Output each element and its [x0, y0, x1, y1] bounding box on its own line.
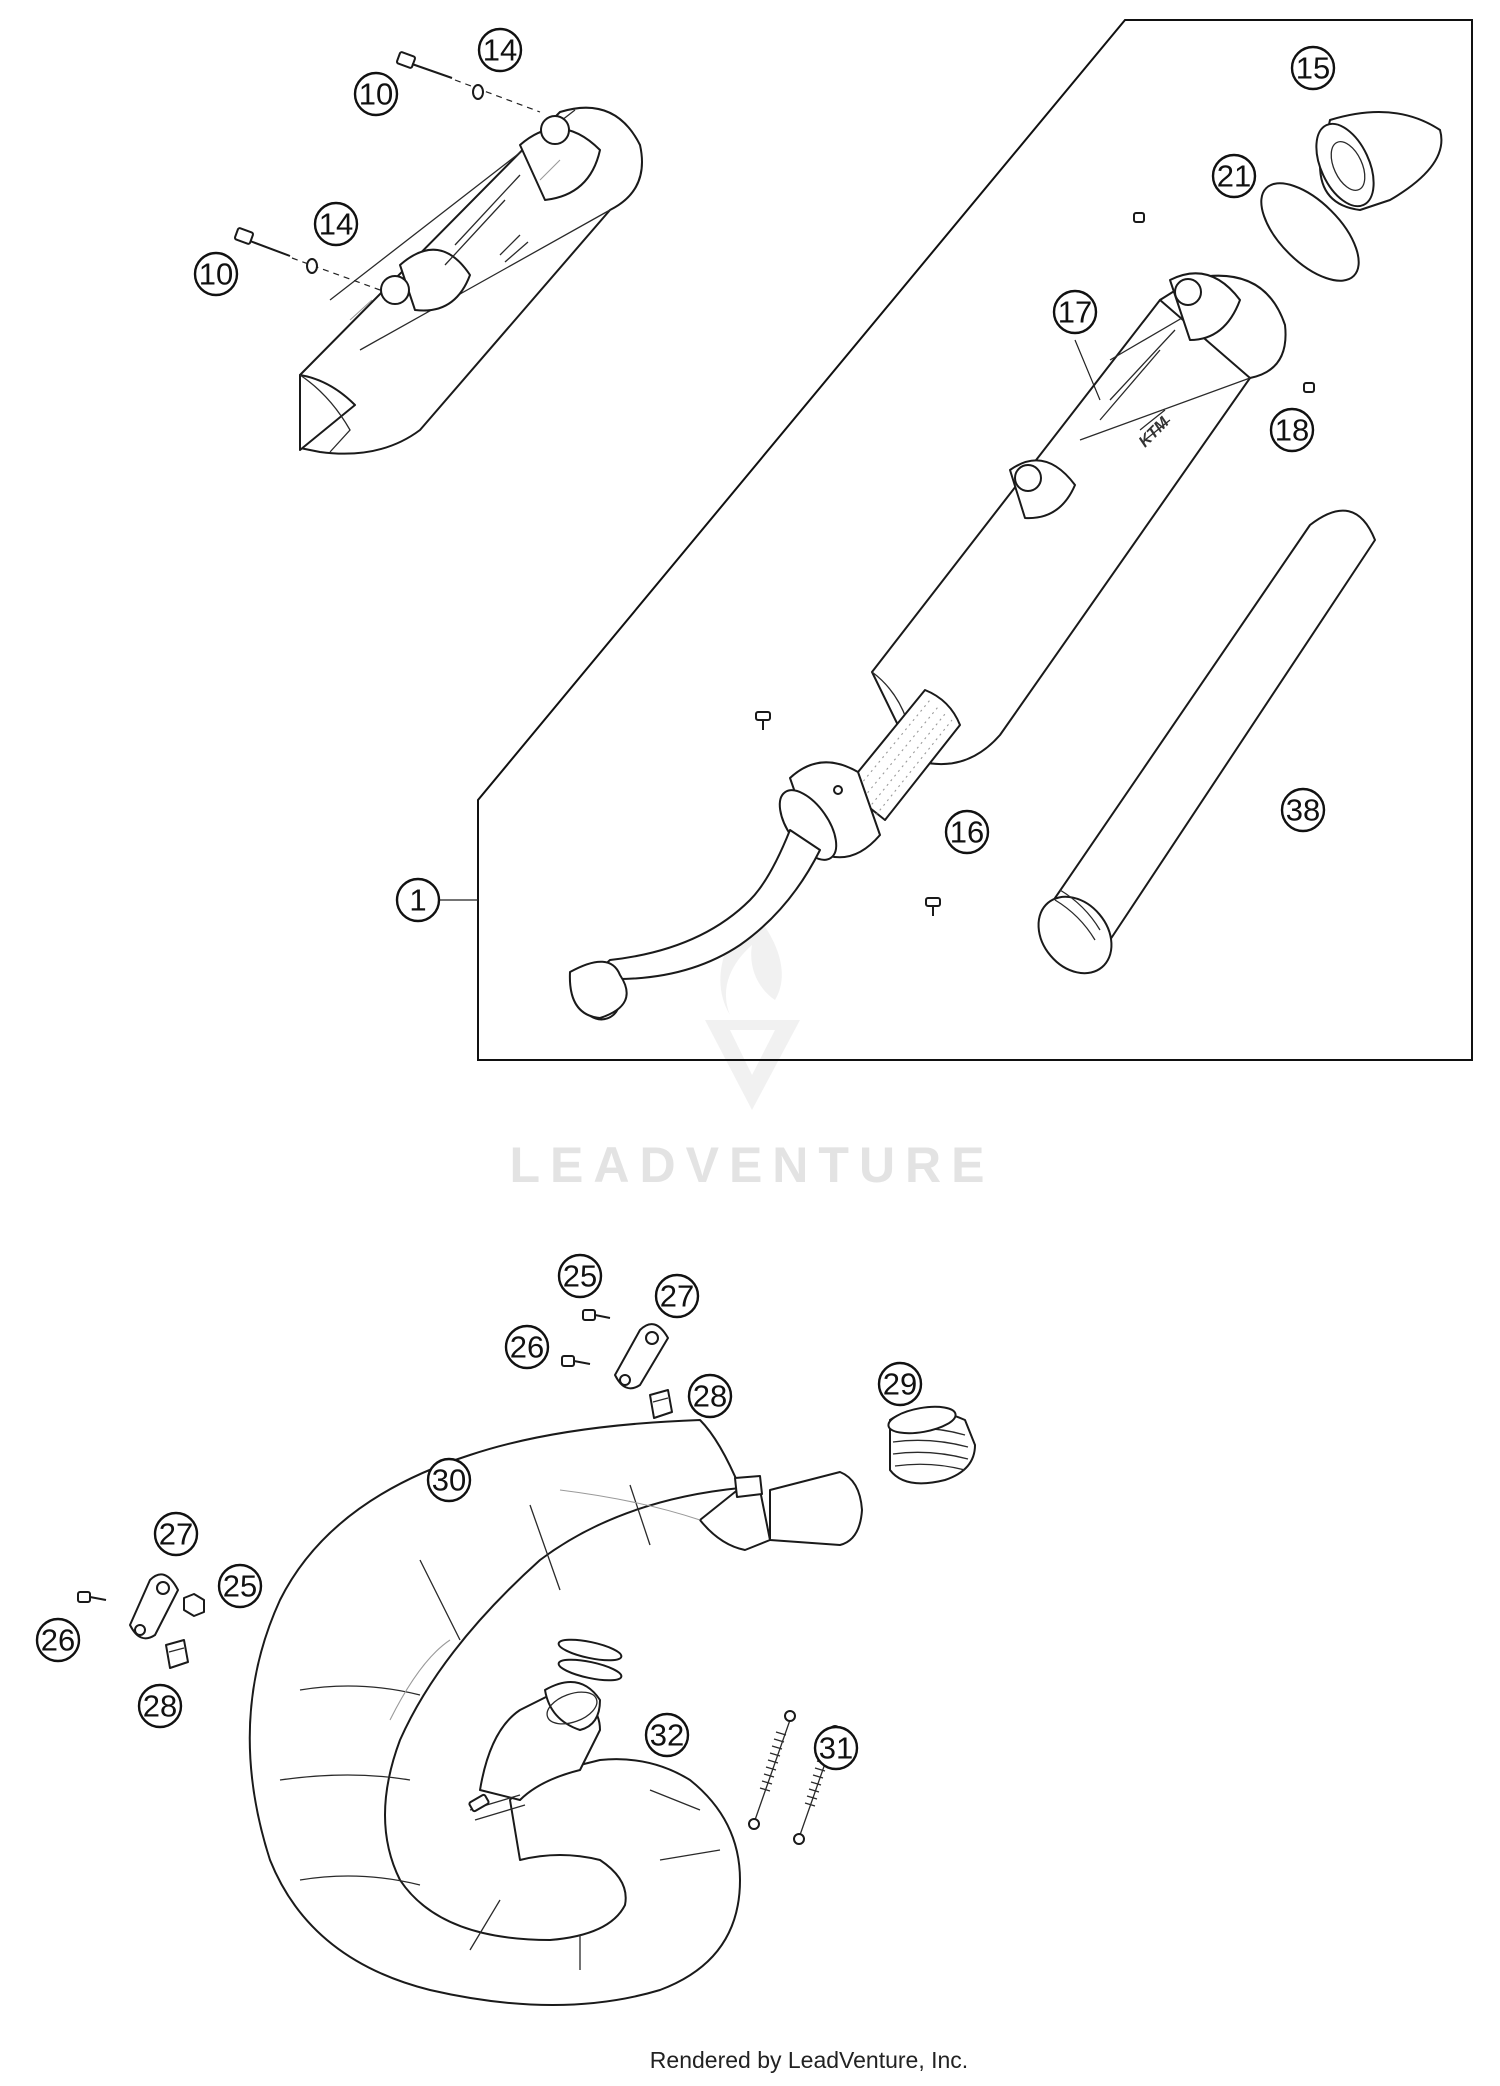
svg-text:25: 25	[223, 1569, 257, 1604]
rivet-18-right	[1303, 382, 1315, 393]
clip-nut-28-upper	[649, 1389, 673, 1419]
callout-31: 31	[813, 1725, 859, 1771]
rivet-16-upper	[755, 711, 771, 730]
svg-text:29: 29	[883, 1367, 917, 1402]
svg-text:14: 14	[319, 207, 353, 242]
svg-text:27: 27	[660, 1279, 694, 1314]
svg-text:16: 16	[950, 815, 984, 850]
callout-28-upper: 28	[687, 1373, 733, 1419]
callout-32: 32	[644, 1712, 690, 1758]
callout-10-bottom: 10	[193, 251, 239, 297]
nut-25-lower	[183, 1593, 205, 1617]
svg-text:26: 26	[510, 1330, 544, 1365]
spring-31-left	[748, 1710, 796, 1830]
render-credit: Rendered by LeadVenture, Inc.	[650, 2047, 968, 2073]
assembly-1-frame	[477, 19, 1473, 1061]
callout-27-lower: 27	[153, 1511, 199, 1557]
callout-14-bottom: 14	[313, 201, 359, 247]
svg-text:27: 27	[159, 1517, 193, 1552]
callout-15: 15	[1290, 45, 1336, 91]
bolt-26-upper	[561, 1355, 591, 1367]
svg-text:17: 17	[1058, 295, 1092, 330]
callout-10-top: 10	[353, 71, 399, 117]
silencer-detail-view	[299, 106, 643, 455]
svg-text:21: 21	[1217, 159, 1251, 194]
callout-38: 38	[1280, 787, 1326, 833]
svg-text:30: 30	[432, 1463, 466, 1498]
callout-30: 30	[426, 1457, 472, 1503]
exhaust-sleeve-29	[887, 1405, 976, 1485]
bracket-27-upper	[614, 1323, 669, 1390]
bolt-25-upper	[582, 1309, 611, 1321]
callout-29: 29	[877, 1361, 923, 1407]
callout-1: 1	[395, 877, 441, 923]
svg-text:38: 38	[1286, 793, 1320, 828]
svg-text:15: 15	[1296, 51, 1330, 86]
svg-text:10: 10	[199, 257, 233, 292]
svg-text:31: 31	[819, 1731, 853, 1766]
inlet-pipe	[568, 829, 821, 1021]
exhaust-pipe-30	[248, 1419, 863, 2006]
callout-18: 18	[1269, 407, 1315, 453]
callout-28-lower: 28	[137, 1683, 183, 1729]
callout-21: 21	[1211, 153, 1257, 199]
bolt-10-top	[395, 51, 541, 113]
bracket-27-lower	[129, 1573, 179, 1640]
svg-text:25: 25	[563, 1259, 597, 1294]
svg-text:32: 32	[650, 1718, 684, 1753]
callout-27-upper: 27	[654, 1273, 700, 1319]
callout-14-top: 14	[477, 27, 523, 73]
svg-text:1: 1	[409, 883, 426, 918]
seal-ring-32-upper	[557, 1638, 623, 1662]
clip-nut-28-lower	[165, 1639, 189, 1669]
seal-ring-32-lower	[557, 1658, 623, 1682]
o-ring-21	[1260, 182, 1360, 282]
callout-leaders	[439, 339, 1101, 901]
callout-16: 16	[944, 809, 990, 855]
callout-26-upper: 26	[504, 1324, 550, 1370]
perforated-core	[844, 689, 961, 821]
bolt-26-lower	[77, 1591, 107, 1603]
damping-sleeve-38	[1037, 509, 1376, 975]
svg-text:18: 18	[1275, 413, 1309, 448]
svg-text:26: 26	[41, 1623, 75, 1658]
inlet-flange	[778, 761, 881, 861]
rivet-16-lower	[925, 897, 941, 916]
svg-text:14: 14	[483, 33, 517, 68]
callout-17: 17	[1052, 289, 1098, 335]
callout-25-lower: 25	[217, 1563, 263, 1609]
rivet-18-top	[1133, 212, 1145, 223]
washer-14-top	[472, 84, 484, 100]
svg-text:28: 28	[693, 1379, 727, 1414]
bolt-10-bottom	[233, 227, 381, 291]
callout-25-upper: 25	[557, 1253, 603, 1299]
svg-text:28: 28	[143, 1689, 177, 1724]
callout-26-lower: 26	[35, 1617, 81, 1663]
svg-text:10: 10	[359, 77, 393, 112]
muffler-body-17: KTM	[871, 272, 1287, 766]
watermark-text: LEADVENTURE	[509, 1137, 994, 1193]
end-cap-15	[1315, 111, 1443, 211]
washer-14-bottom	[306, 258, 318, 274]
